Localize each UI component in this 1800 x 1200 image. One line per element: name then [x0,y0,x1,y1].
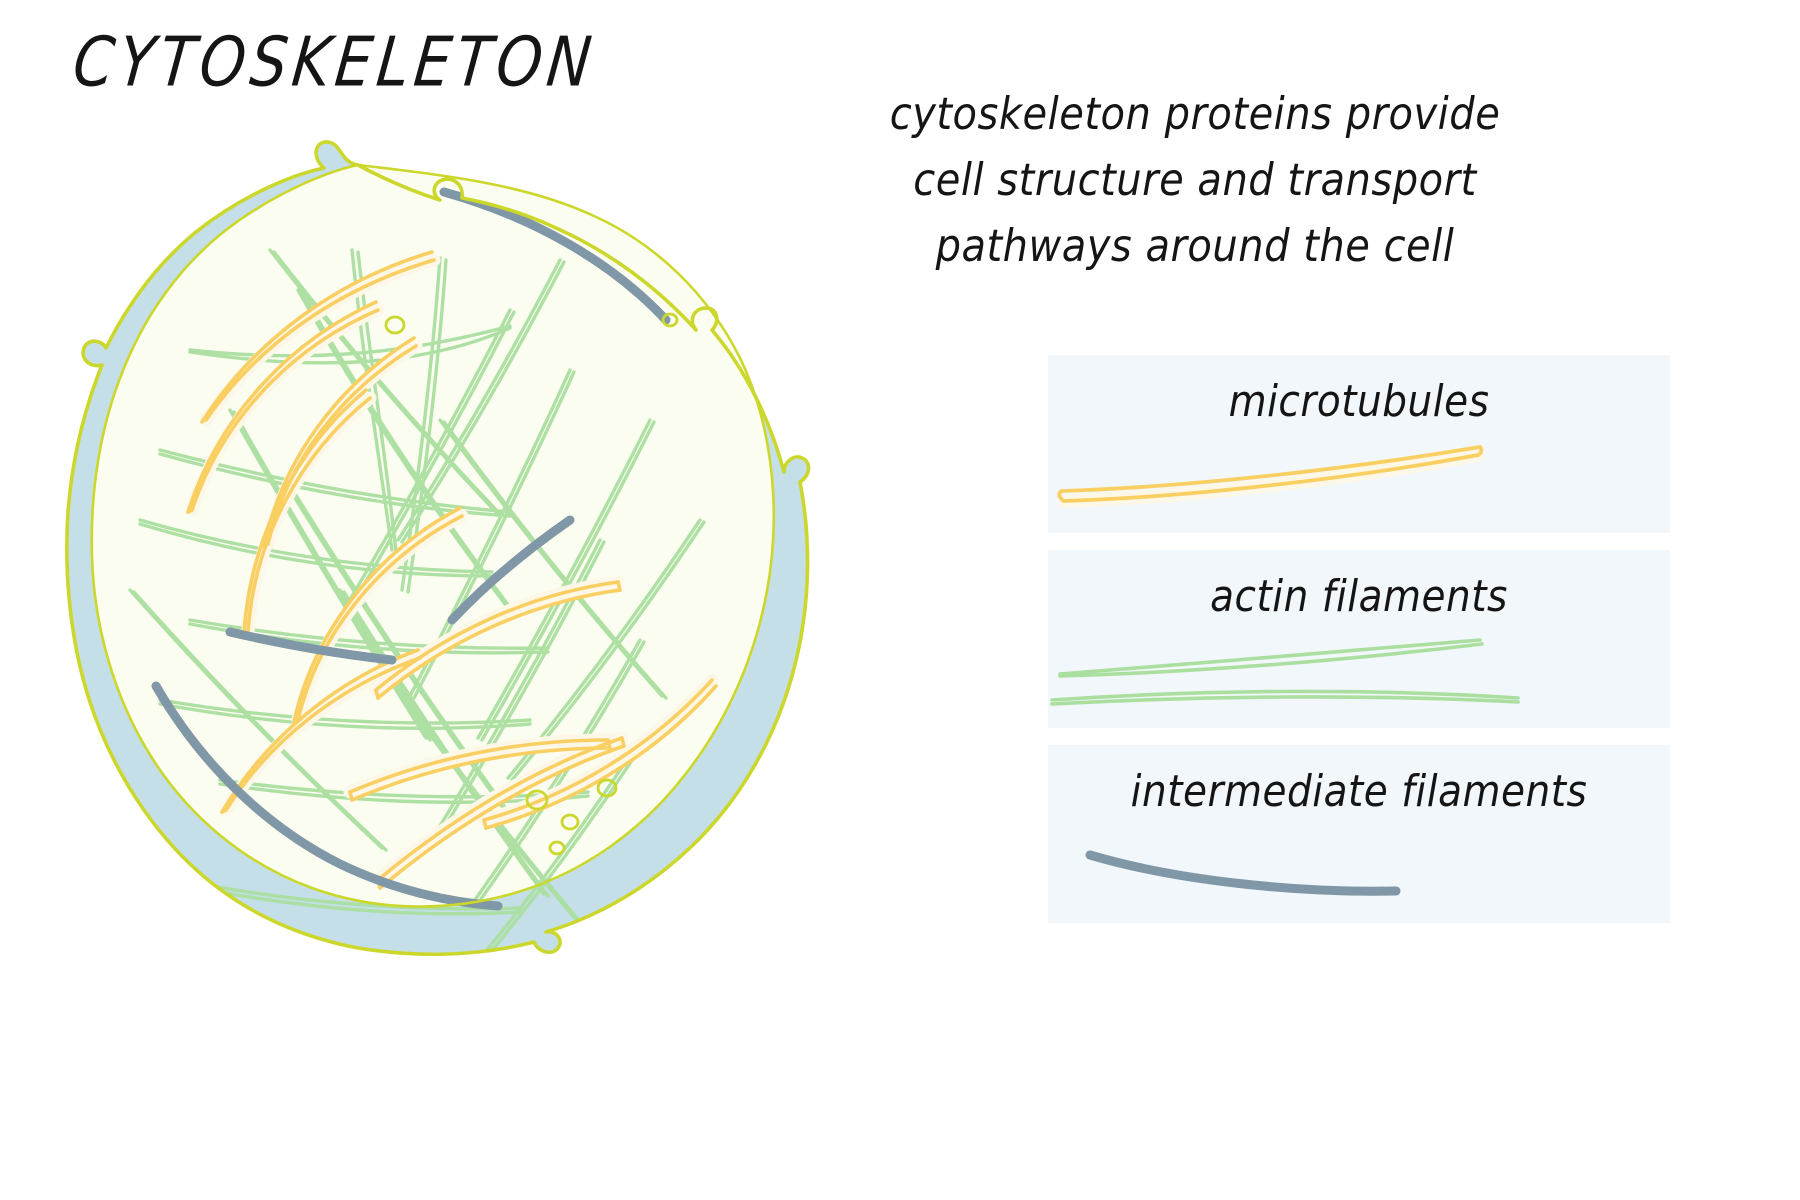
inner-membrane-edge [90,163,776,908]
description-line-3: pathways around the cell [935,221,1455,273]
plasma-membrane-outline [65,140,811,957]
description-line-2: cell structure and transport [913,155,1477,207]
description-line-1: cytoskeleton proteins provide [889,88,1501,141]
legend-label-microtubules: microtubules [1228,377,1490,428]
microtubule-swatch [1048,443,1670,529]
intermediate-filament-swatch [1048,833,1670,919]
cell-cytoskeleton-diagram [40,120,870,980]
actin-filaments [128,248,706,955]
legend-label-intermediate-filaments: intermediate filaments [1130,767,1588,818]
legend-item-intermediate-filaments: intermediate filaments [1048,745,1670,923]
page-title: CYTOSKELETON [69,22,600,103]
vesicles [384,312,679,856]
legend-item-actin-filaments: actin filaments [1048,550,1670,728]
legend-label-actin-filaments: actin filaments [1210,572,1508,623]
actin-filament-swatch [1048,638,1670,724]
microtubules [185,250,719,890]
description-text: cytoskeleton proteins provide cell struc… [855,82,1535,281]
legend-item-microtubules: microtubules [1048,355,1670,533]
